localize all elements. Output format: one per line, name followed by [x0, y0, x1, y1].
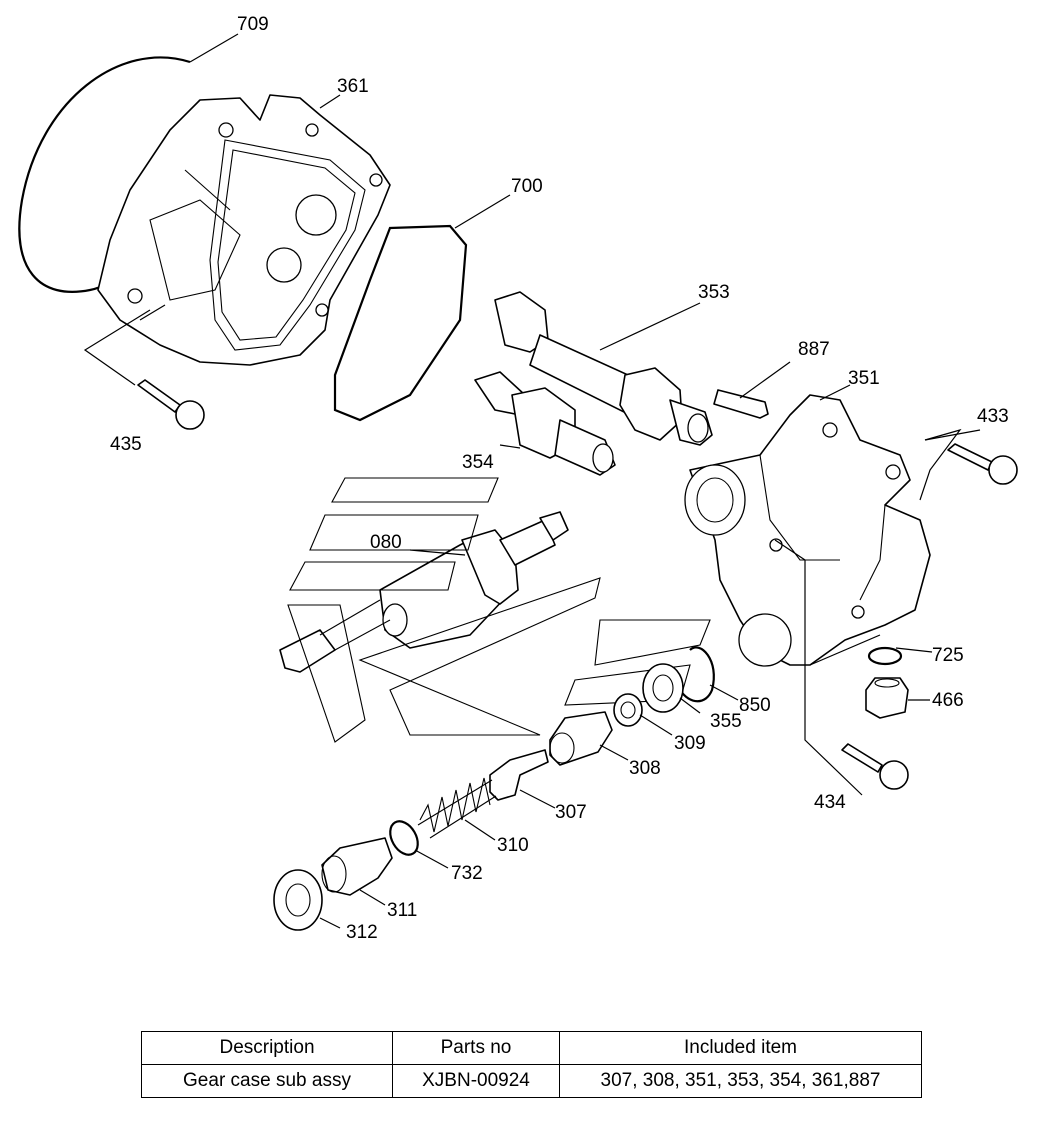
label-700: 700 [511, 176, 543, 197]
header-description: Description [141, 1031, 393, 1065]
cover-361 [97, 94, 391, 366]
flow-arrow-guides [287, 477, 711, 743]
parts-table-header-row: Description Parts no Included item [141, 1031, 922, 1065]
bolt-435 [137, 379, 205, 430]
piston-308 [549, 711, 613, 766]
ring-309 [613, 693, 643, 727]
plug-466 [865, 677, 909, 719]
label-309: 309 [674, 733, 706, 754]
cell-parts-no: XJBN-00924 [392, 1064, 560, 1098]
label-725: 725 [932, 645, 964, 666]
o-ring-732 [389, 820, 419, 856]
label-361: 361 [337, 76, 369, 97]
label-433: 433 [977, 406, 1009, 427]
leader-lines [83, 33, 981, 929]
gasket-700 [333, 224, 468, 422]
label-310: 310 [497, 835, 529, 856]
table-row: Gear case sub assy XJBN-00924 307, 308, … [141, 1064, 922, 1098]
o-ring-725 [867, 646, 903, 666]
spring-310 [417, 777, 497, 839]
gear-shaft-354 [474, 371, 616, 476]
pin-887 [713, 389, 769, 419]
gear-case-351 [684, 394, 931, 667]
label-307: 307 [555, 802, 587, 823]
cell-included-item: 307, 308, 351, 353, 354, 361,887 [559, 1064, 922, 1098]
label-311: 311 [387, 900, 417, 921]
gear-shaft-353 [494, 291, 713, 446]
cell-description: Gear case sub assy [141, 1064, 393, 1098]
bolt-433 [947, 443, 1018, 485]
label-732: 732 [451, 863, 483, 884]
plug-311 [321, 837, 393, 896]
snap-ring-850 [679, 646, 715, 703]
label-080: 080 [370, 532, 402, 553]
label-308: 308 [629, 758, 661, 779]
label-850: 850 [739, 695, 771, 716]
label-435: 435 [110, 434, 142, 455]
label-353: 353 [698, 282, 730, 303]
spool-307 [489, 749, 549, 801]
label-709: 709 [237, 14, 269, 35]
collar-355 [642, 663, 684, 713]
label-351: 351 [848, 368, 880, 389]
solenoid-valve-080 [279, 511, 569, 673]
label-312: 312 [346, 922, 378, 943]
part-labels: 709 361 700 353 887 351 433 435 354 080 … [110, 14, 1009, 943]
label-434: 434 [814, 792, 846, 813]
label-887: 887 [798, 339, 830, 360]
label-466: 466 [932, 690, 964, 711]
parts-table: Description Parts no Included item Gear … [141, 1031, 922, 1098]
exploded-parts-diagram: 709 361 700 353 887 351 433 435 354 080 … [18, 14, 1018, 943]
bolt-434 [841, 743, 909, 790]
label-355: 355 [710, 711, 742, 732]
nut-312 [273, 869, 323, 931]
label-354: 354 [462, 452, 494, 473]
header-parts-no: Parts no [392, 1031, 560, 1065]
header-included-item: Included item [559, 1031, 922, 1065]
